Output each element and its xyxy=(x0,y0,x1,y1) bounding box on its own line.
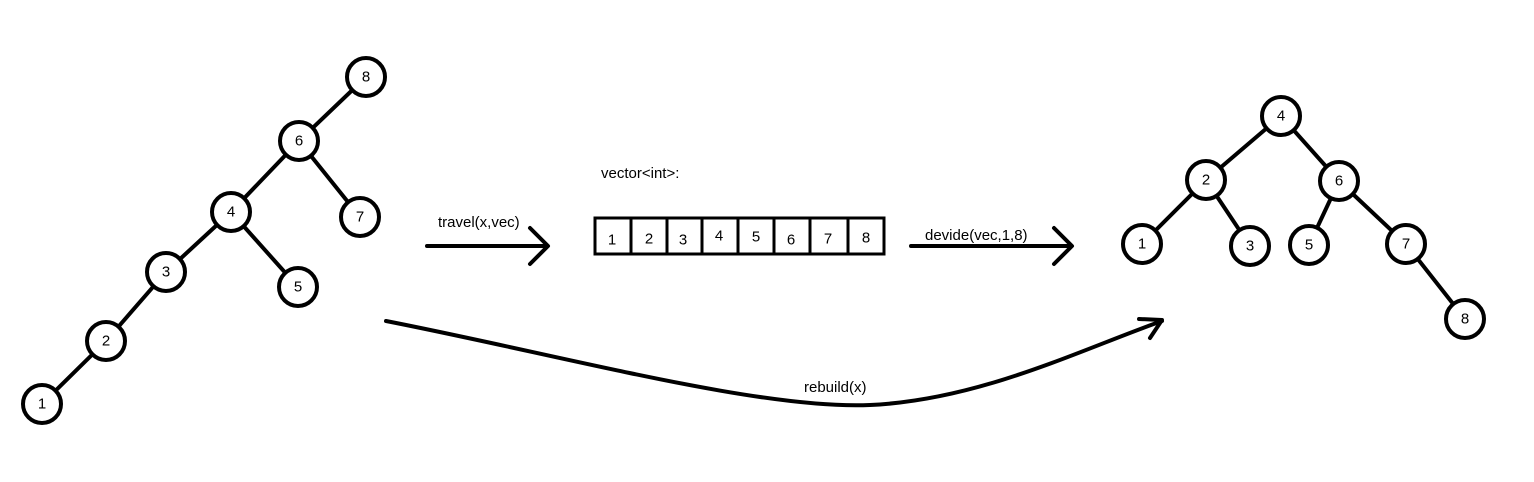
tree-node: 3 xyxy=(145,251,187,293)
node-label: 3 xyxy=(162,264,170,281)
vector-cell: 2 xyxy=(645,216,669,256)
tree-node: 3 xyxy=(1229,225,1271,267)
node-label: 6 xyxy=(295,133,303,150)
cell-value: 4 xyxy=(715,228,723,245)
tree-node: 4 xyxy=(1260,95,1302,137)
vector-cell: 8 xyxy=(862,230,870,247)
tree-node: 5 xyxy=(277,266,319,308)
tree-node: 2 xyxy=(85,320,127,362)
tree-node: 5 xyxy=(1288,224,1330,266)
right-tree-edges xyxy=(1140,114,1467,321)
node-circle xyxy=(1121,223,1163,265)
vector-type-label: vector<int>: xyxy=(601,165,679,182)
tree-node: 1 xyxy=(21,383,63,425)
node-circle xyxy=(145,251,187,293)
tree-node: 6 xyxy=(278,120,320,162)
tree-node: 7 xyxy=(339,196,381,238)
node-label: 7 xyxy=(356,209,364,226)
node-circle xyxy=(277,266,319,308)
node-label: 3 xyxy=(1246,238,1254,255)
node-label: 2 xyxy=(1202,172,1210,189)
node-label: 1 xyxy=(38,396,46,413)
tree-node: 2 xyxy=(1185,159,1227,201)
node-circle xyxy=(210,191,252,233)
vector-cell: 3 xyxy=(679,216,704,256)
rebuild-label: rebuild(x) xyxy=(804,379,867,396)
rebuild-arrow: rebuild(x) xyxy=(384,317,1164,408)
node-label: 4 xyxy=(1277,108,1285,125)
travel-arrow-head xyxy=(528,226,550,266)
cell-value: 7 xyxy=(824,231,832,248)
vector-cell: 7 xyxy=(824,216,850,256)
tree-node: 1 xyxy=(1121,223,1163,265)
rebuild-curve xyxy=(384,319,1164,408)
vector-cell: 4 xyxy=(715,216,740,256)
cell-value: 5 xyxy=(752,229,760,246)
divide-label: devide(vec,1,8) xyxy=(925,227,1028,244)
node-circle xyxy=(339,196,381,238)
vector-cell: 5 xyxy=(752,216,776,256)
cell-value: 1 xyxy=(608,232,616,249)
node-label: 5 xyxy=(1305,237,1313,254)
node-label: 6 xyxy=(1335,173,1343,190)
node-circle xyxy=(1288,224,1330,266)
node-label: 2 xyxy=(102,333,110,350)
cell-value: 8 xyxy=(862,230,870,247)
node-label: 8 xyxy=(362,69,370,86)
vector-cell: 1 xyxy=(608,216,633,256)
node-circle xyxy=(345,56,387,98)
node-circle xyxy=(1260,95,1302,137)
right-tree: 4 2 6 1 3 5 7 8 xyxy=(1121,95,1486,340)
divide-arrow: devide(vec,1,8) xyxy=(909,226,1074,266)
tree-node: 8 xyxy=(345,56,387,98)
node-label: 1 xyxy=(1138,236,1146,253)
vector-array: 1 2 3 4 5 6 7 8 xyxy=(593,216,886,256)
node-circle xyxy=(21,383,63,425)
node-label: 4 xyxy=(227,204,235,221)
node-circle xyxy=(1185,159,1227,201)
travel-label: travel(x,vec) xyxy=(438,214,520,231)
vector-cell: 6 xyxy=(787,216,812,256)
cell-value: 6 xyxy=(787,232,795,249)
node-circle xyxy=(1318,160,1360,202)
travel-arrow: travel(x,vec) xyxy=(425,214,550,266)
node-circle xyxy=(1229,225,1271,267)
tree-node: 7 xyxy=(1385,223,1427,265)
node-circle xyxy=(1444,298,1486,340)
node-label: 7 xyxy=(1402,236,1410,253)
cell-value: 2 xyxy=(645,231,653,248)
divide-arrow-head xyxy=(1052,226,1074,266)
tree-node: 4 xyxy=(210,191,252,233)
rebuild-arrow-head xyxy=(1137,317,1164,340)
node-circle xyxy=(85,320,127,362)
left-tree: 8 6 7 4 5 3 2 1 xyxy=(21,56,387,425)
node-circle xyxy=(1385,223,1427,265)
node-circle xyxy=(278,120,320,162)
tree-node: 6 xyxy=(1318,160,1360,202)
cell-value: 3 xyxy=(679,232,687,249)
tree-node: 8 xyxy=(1444,298,1486,340)
node-label: 8 xyxy=(1461,311,1469,328)
node-label: 5 xyxy=(294,279,302,296)
